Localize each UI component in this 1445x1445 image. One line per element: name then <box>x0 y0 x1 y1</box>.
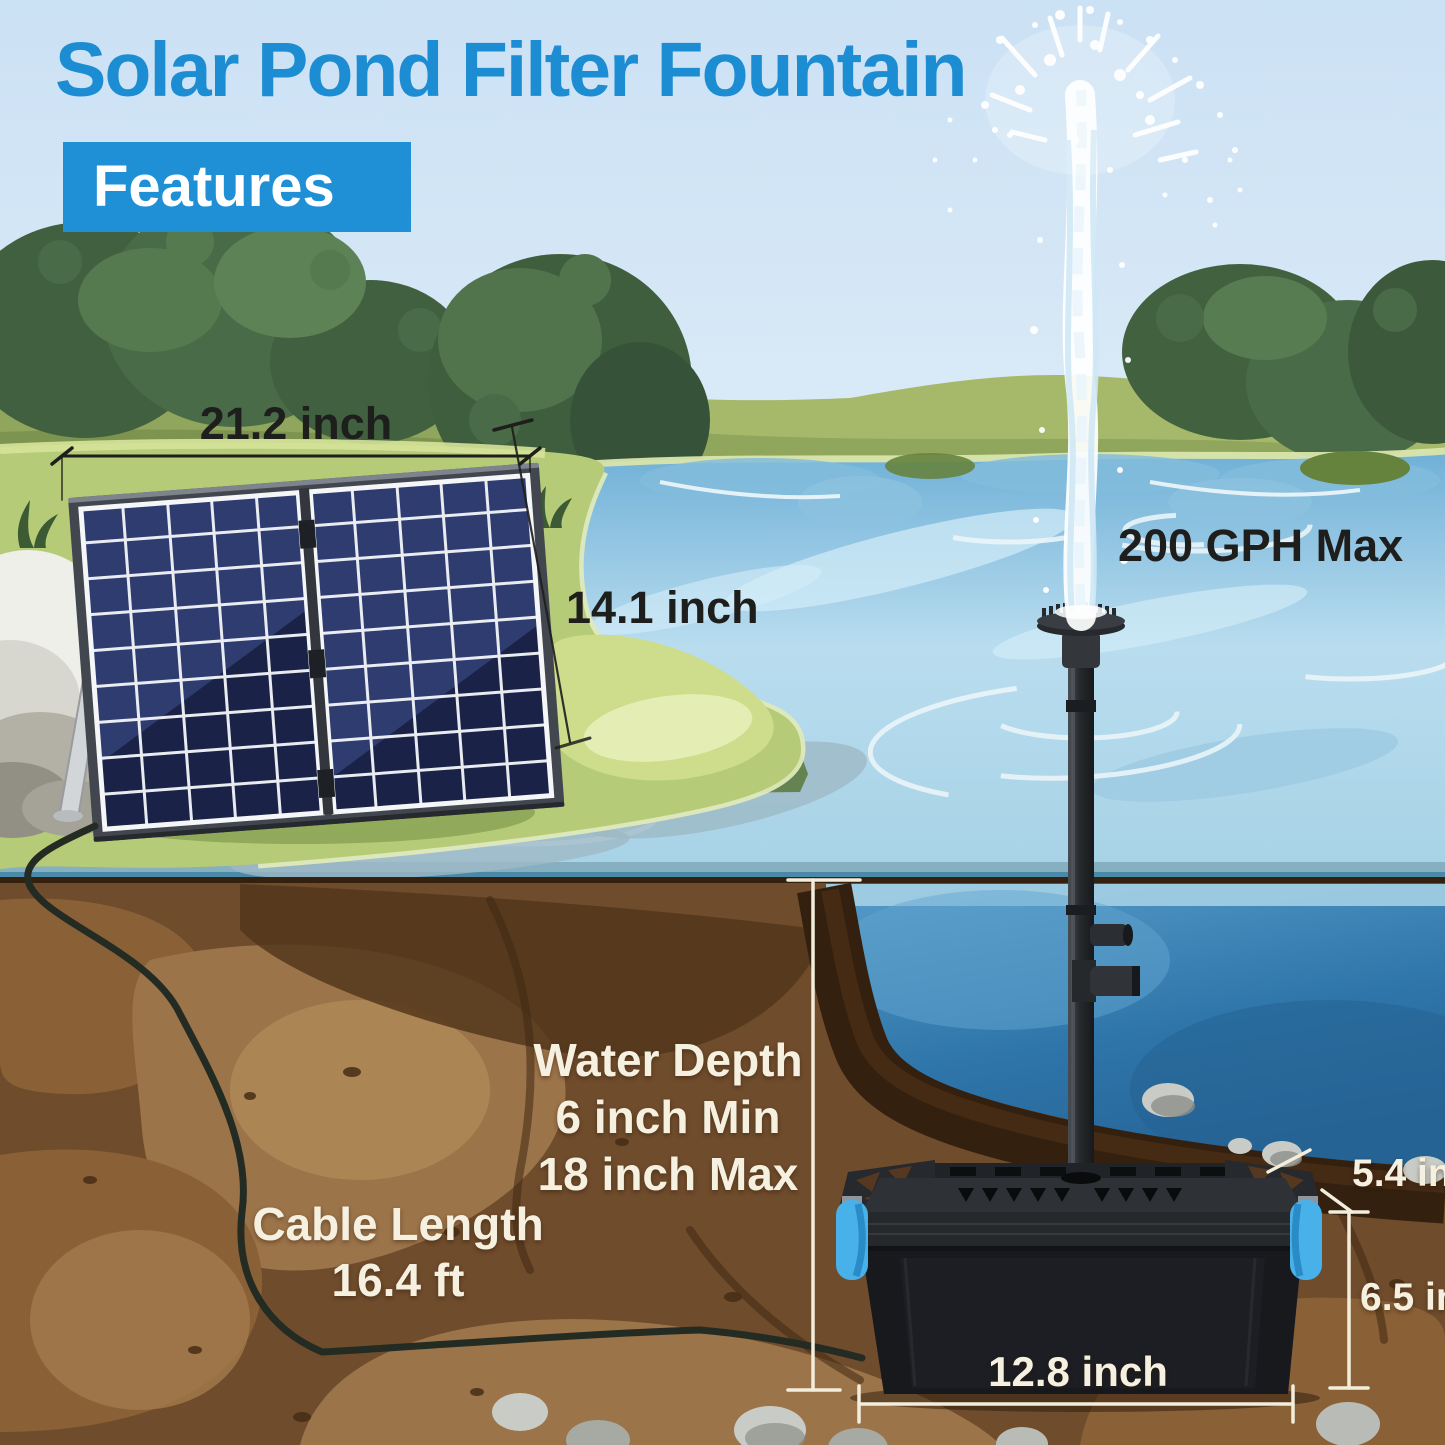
filter-box-latch-left <box>836 1196 868 1280</box>
body-width-dimension-line <box>857 1384 1295 1424</box>
panel-width-label: 21.2 inch <box>199 398 393 449</box>
cable-length-label: Cable Length 16.4 ft <box>252 1196 543 1308</box>
box-width-label: 12.8 inch <box>988 1348 1168 1395</box>
features-badge-label: Features <box>93 154 335 219</box>
body-height-dimension-line <box>1328 1210 1370 1390</box>
page-title: Solar Pond Filter Fountain <box>55 27 967 113</box>
water-depth-title: Water Depth <box>533 1034 803 1086</box>
lid-vents <box>958 1188 1182 1202</box>
solar-cells-left-panel <box>78 490 326 832</box>
flow-rate-label: 200 GPH Max <box>1118 520 1404 571</box>
water-depth-max: 18 inch Max <box>537 1148 799 1200</box>
lid-height-label: 5.4 inch <box>1352 1152 1445 1195</box>
solar-cells-right-panel <box>307 472 555 815</box>
fountain-spray <box>932 5 1243 631</box>
pond-floor-rocks <box>492 1083 1445 1445</box>
box-height-label: 6.5 inch <box>1360 1276 1445 1319</box>
water-depth-dimension-line <box>786 878 862 1392</box>
cable-length-value: 16.4 ft <box>331 1254 465 1306</box>
cable-length-title: Cable Length <box>252 1198 544 1250</box>
filter-box-illustration <box>836 1160 1322 1412</box>
water-depth-label: Water Depth 6 inch Min 18 inch Max <box>533 1032 802 1203</box>
bushes-right <box>1122 260 1445 464</box>
stem-fitting-outlet <box>1072 960 1140 1002</box>
bushes-left <box>0 197 470 444</box>
water-depth-min: 6 inch Min <box>555 1091 781 1143</box>
spray-droplets <box>932 6 1243 593</box>
filter-box-latch-right <box>1290 1196 1322 1280</box>
stem-fitting-small <box>1090 924 1133 946</box>
ground-cut-line <box>0 877 1445 883</box>
panel-dimension-lines <box>50 418 592 750</box>
fountain-stem <box>1062 632 1140 1200</box>
features-badge: Features <box>63 142 411 232</box>
spray-splash-streaks <box>989 5 1199 163</box>
solar-panel-illustration <box>68 462 565 842</box>
lid-height-dimension-line <box>1266 1148 1354 1214</box>
power-cable <box>24 822 866 1362</box>
panel-height-label: 14.1 inch <box>566 582 759 633</box>
filter-box-lid <box>838 1160 1322 1251</box>
dimension-lines-white <box>786 878 1370 1424</box>
